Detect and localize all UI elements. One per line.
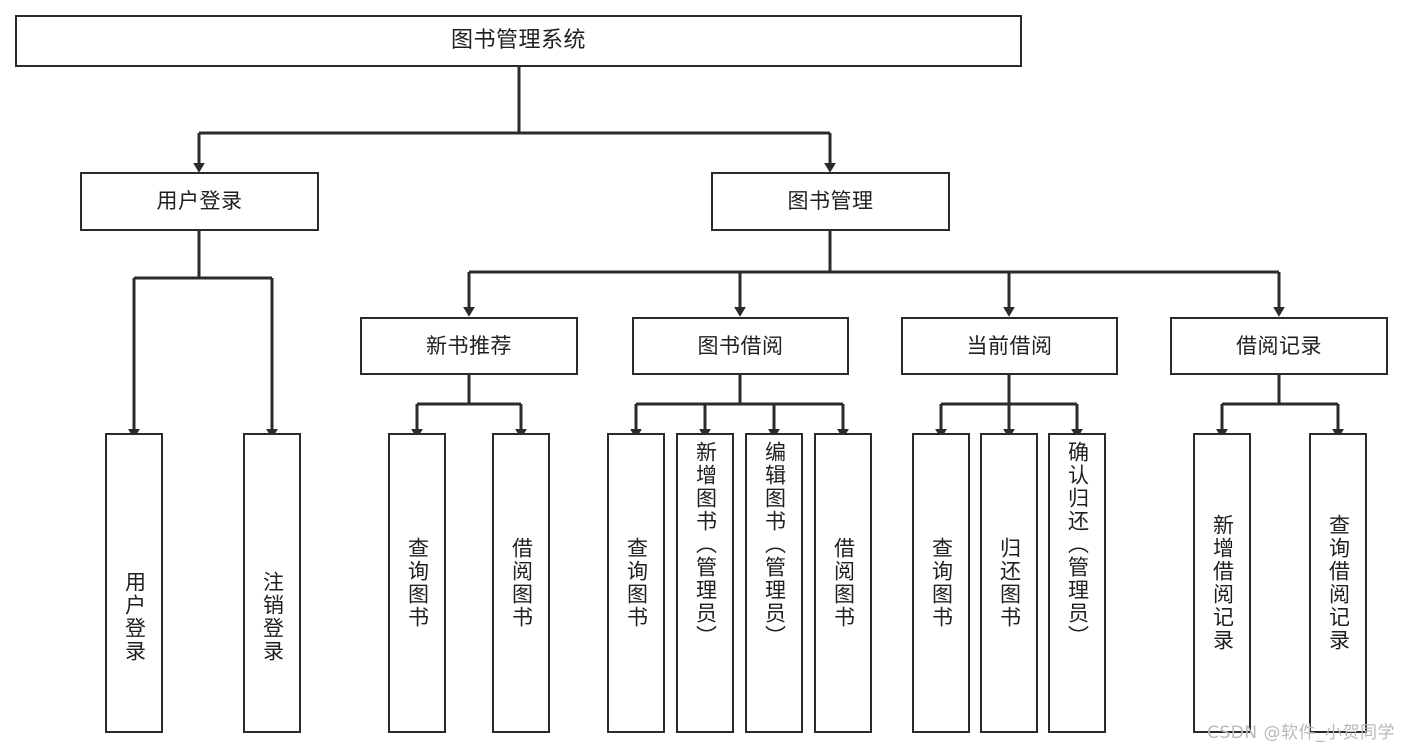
node-leaf-borrow-book-2-label: 借阅图书 (831, 537, 856, 629)
node-leaf-logout-label: 注销登录 (260, 571, 285, 663)
node-current-borrow-label: 当前借阅 (966, 333, 1053, 358)
node-leaf-query-record[interactable]: 查询借阅记录 (1309, 433, 1367, 733)
node-leaf-confirm-return[interactable]: 确认归还（管理员） (1048, 433, 1106, 733)
node-leaf-query-book-1[interactable]: 查询图书 (388, 433, 446, 733)
node-book-borrow[interactable]: 图书借阅 (632, 317, 849, 375)
node-root-label: 图书管理系统 (450, 28, 586, 54)
node-leaf-borrow-book-1[interactable]: 借阅图书 (492, 433, 550, 733)
node-user-login[interactable]: 用户登录 (80, 172, 319, 231)
node-new-book-rec-label: 新书推荐 (426, 333, 512, 358)
node-leaf-add-record-label: 新增借阅记录 (1210, 514, 1235, 652)
node-book-borrow-label: 图书借阅 (697, 333, 784, 358)
node-leaf-borrow-book-1-label: 借阅图书 (509, 537, 534, 629)
node-user-login-label: 用户登录 (156, 189, 243, 214)
node-leaf-query-book-2[interactable]: 查询图书 (607, 433, 665, 733)
node-leaf-query-book-3[interactable]: 查询图书 (912, 433, 970, 733)
node-borrow-record[interactable]: 借阅记录 (1170, 317, 1388, 375)
node-leaf-query-record-label: 查询借阅记录 (1326, 514, 1351, 652)
node-leaf-logout[interactable]: 注销登录 (243, 433, 301, 733)
node-current-borrow[interactable]: 当前借阅 (901, 317, 1118, 375)
node-root[interactable]: 图书管理系统 (15, 15, 1022, 67)
node-leaf-user-login[interactable]: 用户登录 (105, 433, 163, 733)
node-leaf-return-book[interactable]: 归还图书 (980, 433, 1038, 733)
node-leaf-add-book-label: 新增图书（管理员） (693, 441, 718, 648)
node-borrow-record-label: 借阅记录 (1236, 333, 1322, 358)
node-leaf-edit-book[interactable]: 编辑图书（管理员） (745, 433, 803, 733)
node-leaf-user-login-label: 用户登录 (122, 571, 147, 663)
node-leaf-borrow-book-2[interactable]: 借阅图书 (814, 433, 872, 733)
node-leaf-confirm-return-label: 确认归还（管理员） (1065, 441, 1090, 648)
node-new-book-rec[interactable]: 新书推荐 (360, 317, 578, 375)
node-leaf-add-book[interactable]: 新增图书（管理员） (676, 433, 734, 733)
node-leaf-query-book-3-label: 查询图书 (929, 537, 954, 629)
node-leaf-return-book-label: 归还图书 (997, 537, 1022, 629)
node-book-manage[interactable]: 图书管理 (711, 172, 950, 231)
node-leaf-add-record[interactable]: 新增借阅记录 (1193, 433, 1251, 733)
node-book-manage-label: 图书管理 (787, 189, 874, 214)
watermark: CSDN @软件_小贺同学 (1207, 723, 1395, 743)
node-leaf-query-book-1-label: 查询图书 (405, 537, 430, 629)
node-leaf-edit-book-label: 编辑图书（管理员） (762, 441, 787, 648)
node-leaf-query-book-2-label: 查询图书 (624, 537, 649, 629)
